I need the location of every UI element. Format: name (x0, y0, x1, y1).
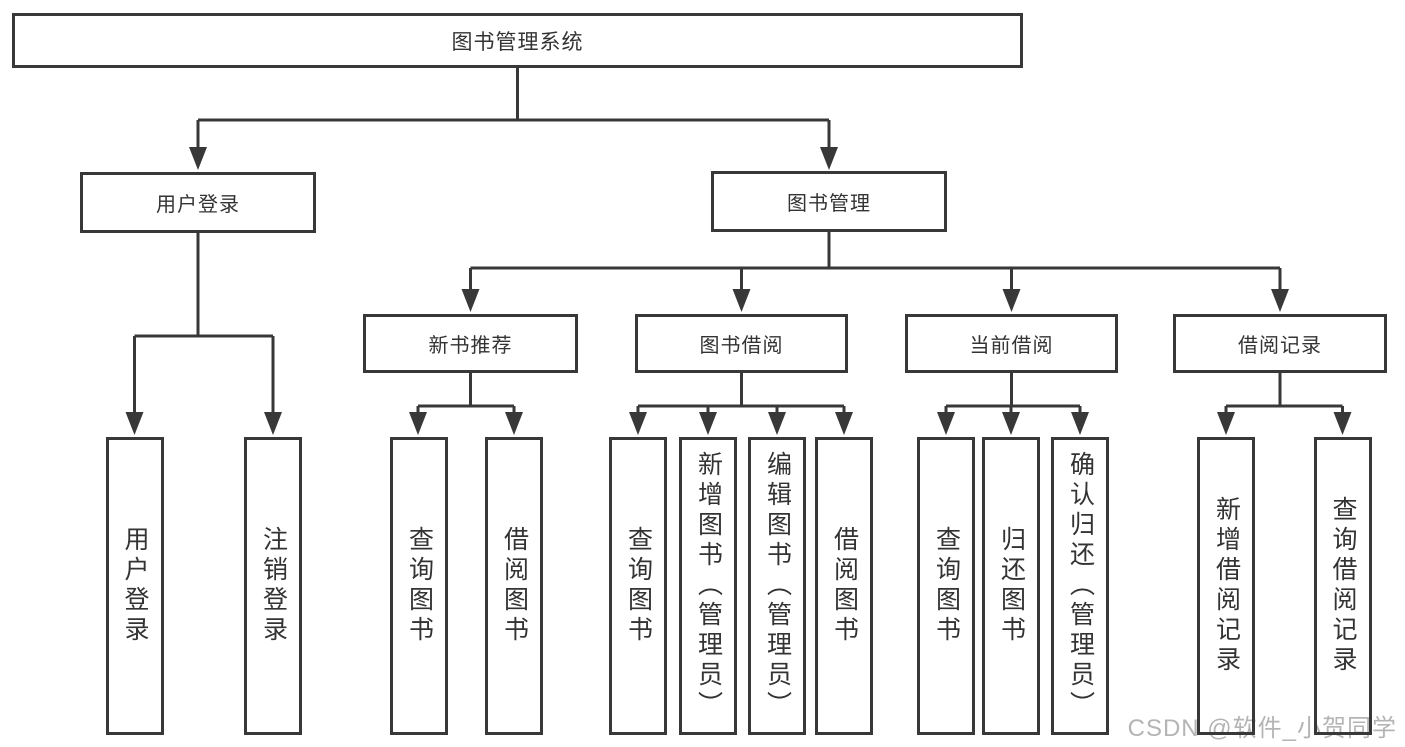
node-borrow-records: 借阅记录 (1173, 314, 1387, 373)
node-label: 编辑图书（管理员） (763, 451, 792, 721)
arrowhead (189, 147, 207, 170)
arrowhead (409, 412, 427, 435)
leaf-login-logout: 注销登录 (244, 437, 302, 735)
node-label: 用户登录 (121, 526, 149, 646)
arrowhead (505, 412, 523, 435)
arrowhead (1217, 412, 1235, 435)
leaf-borrow-edit-books-admin: 编辑图书（管理员） (748, 437, 806, 735)
node-book-borrow: 图书借阅 (635, 314, 848, 373)
arrowhead (835, 412, 853, 435)
arrowhead (937, 412, 955, 435)
leaf-recommend-borrow-books: 借阅图书 (485, 437, 543, 735)
leaf-recommend-query-books: 查询图书 (390, 437, 448, 735)
node-label: 借阅图书 (830, 526, 859, 646)
node-label: 查询图书 (624, 526, 653, 646)
connector-book-management-branch (461, 232, 1289, 312)
node-label: 新增借阅记录 (1212, 496, 1241, 676)
node-label: 查询借阅记录 (1329, 496, 1357, 676)
node-label: 注销登录 (259, 526, 288, 646)
arrowhead (1002, 412, 1020, 435)
node-label: 借阅图书 (500, 526, 529, 646)
leaf-current-query-books: 查询图书 (917, 437, 975, 735)
connector-borrow-branch (629, 373, 853, 435)
arrowhead (461, 289, 480, 312)
connector-user-login-branch (125, 233, 282, 435)
arrowhead (1333, 412, 1352, 435)
arrowhead (629, 412, 647, 435)
arrowhead (1271, 289, 1289, 312)
arrowhead (820, 147, 838, 170)
leaf-borrow-add-books-admin: 新增图书（管理员） (679, 437, 737, 735)
csdn-watermark: CSDN @软件_小贺同学 (1127, 715, 1397, 742)
node-label: 确认归还（管理员） (1066, 451, 1095, 721)
connector-current-branch (937, 373, 1089, 435)
node-root-system: 图书管理系统 (12, 13, 1023, 68)
connector-recommend-branch (409, 373, 523, 435)
node-label: 新增图书（管理员） (694, 451, 723, 721)
arrowhead (699, 412, 717, 435)
arrowhead (125, 412, 144, 435)
leaf-current-confirm-return-admin: 确认归还（管理员） (1051, 437, 1109, 735)
arrowhead (732, 289, 751, 312)
node-current-borrow: 当前借阅 (905, 314, 1118, 373)
leaf-borrow-query-books: 查询图书 (609, 437, 667, 735)
leaf-records-query-record: 查询借阅记录 (1313, 437, 1372, 735)
leaf-records-add-record: 新增借阅记录 (1197, 437, 1255, 735)
node-book-management: 图书管理 (711, 171, 947, 232)
leaf-current-return-books: 归还图书 (982, 437, 1040, 735)
connector-root-to-level2 (189, 68, 838, 170)
leaf-borrow-borrow-books: 借阅图书 (815, 437, 873, 735)
node-label: 查询图书 (405, 526, 434, 646)
leaf-login-user-login: 用户登录 (105, 437, 164, 735)
node-label: 归还图书 (997, 526, 1026, 646)
node-label: 查询图书 (932, 526, 961, 646)
node-new-book-recommend: 新书推荐 (363, 314, 578, 373)
arrowhead (264, 412, 282, 435)
arrowhead (1002, 289, 1021, 312)
connector-records-branch (1217, 373, 1352, 435)
arrowhead (768, 412, 786, 435)
arrowhead (1071, 412, 1089, 435)
node-user-login: 用户登录 (80, 172, 316, 233)
